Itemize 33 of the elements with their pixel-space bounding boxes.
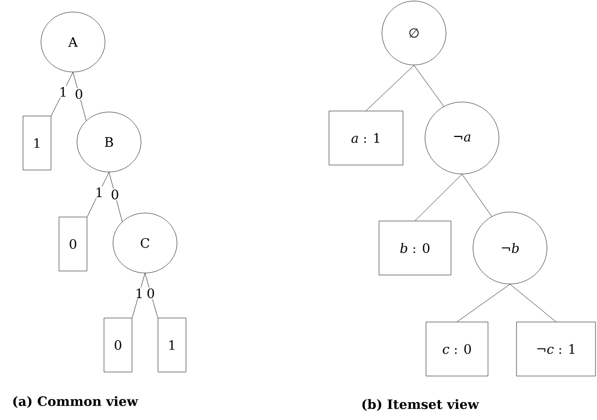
tree-edge [51, 72, 74, 116]
tree-edge [144, 273, 158, 318]
edge-label: 0 [110, 188, 120, 200]
leaf-box: 1 [22, 116, 52, 170]
tree-edge [462, 174, 492, 217]
tree-edge [456, 284, 510, 322]
tree-edge [108, 172, 122, 222]
tree-edge [414, 174, 462, 221]
tree-edge [414, 65, 444, 107]
leaf-box: 0 [104, 318, 132, 372]
tree-edge [510, 284, 556, 322]
edge-label: 0 [74, 88, 84, 100]
tree-edge [366, 65, 414, 111]
subfigure-caption: (b) Itemset view [362, 399, 480, 411]
circle-node: ¬b [472, 212, 548, 284]
leaf-box: b : 0 [378, 220, 452, 276]
circle-node: A [40, 12, 106, 72]
leaf-box: 0 [58, 216, 88, 272]
subfigure-caption: (a) Common view [13, 396, 138, 408]
circle-node: C [112, 212, 178, 274]
edge-label: 1 [134, 287, 144, 300]
circle-node: B [76, 112, 142, 172]
edge-label: 1 [94, 186, 104, 198]
tree-edge [87, 172, 110, 217]
leaf-box: a : 1 [328, 110, 404, 166]
edge-label: 1 [58, 86, 68, 98]
tree-edge [72, 72, 86, 121]
leaf-box: c : 0 [426, 322, 488, 376]
edge-label: 0 [146, 287, 156, 300]
circle-node: ¬a [424, 102, 500, 174]
leaf-box: ¬c : 1 [516, 322, 596, 376]
circle-node: ∅ [382, 0, 446, 66]
leaf-box: 1 [158, 318, 186, 372]
